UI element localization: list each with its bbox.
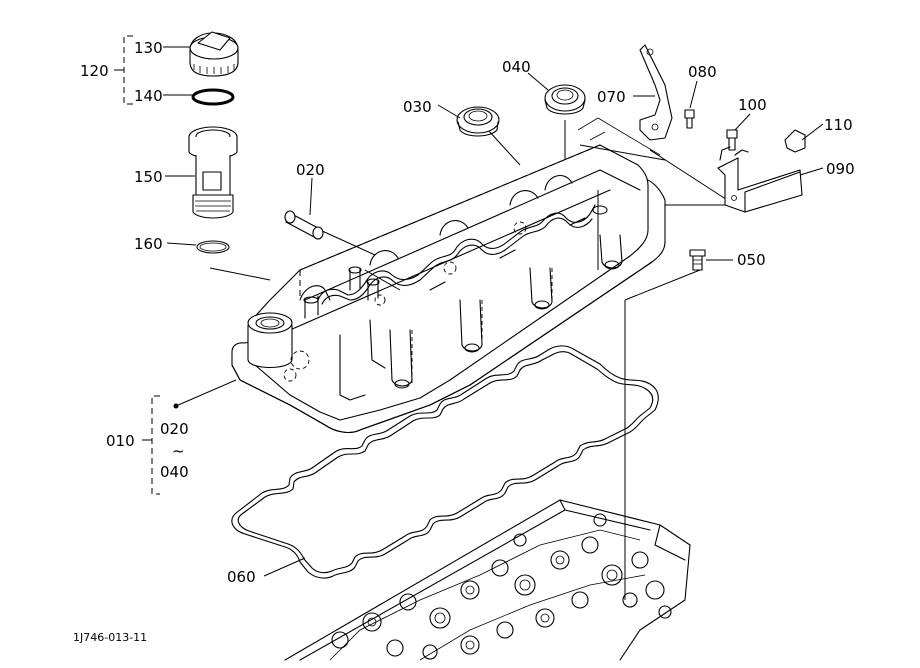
head-cover-inner-gasket (317, 204, 596, 305)
label-range-tilde: ~ (172, 442, 185, 460)
label-120: 120 (80, 62, 109, 80)
cylinder-head (284, 499, 691, 661)
part-160-o-ring (196, 240, 230, 254)
part-020-pipe (284, 210, 324, 240)
part-100-bolt (726, 129, 738, 151)
part-150-filler-neck (188, 126, 238, 219)
part-040-seal (544, 84, 586, 115)
label-110: 110 (824, 116, 853, 134)
label-160: 160 (134, 235, 163, 253)
leaders (114, 35, 824, 577)
rocker-arm-cover-010 (231, 144, 666, 434)
part-090-bracket (717, 146, 803, 213)
assembly-guidelines (209, 117, 740, 600)
label-range-to: 040 (160, 463, 189, 481)
callout-dot (173, 403, 179, 409)
label-090: 090 (826, 160, 855, 178)
label-040: 040 (502, 58, 531, 76)
label-100: 100 (738, 96, 767, 114)
label-080: 080 (688, 63, 717, 81)
label-140: 140 (134, 87, 163, 105)
part-030-seal (456, 106, 500, 137)
figure-id: 1J746-013-11 (73, 631, 147, 644)
part-070-bracket (639, 44, 673, 141)
labels: 130 140 120 150 160 020 030 040 070 080 … (73, 39, 855, 644)
part-140-o-ring (191, 88, 235, 106)
label-030: 030 (403, 98, 432, 116)
cover-gasket-060 (231, 345, 659, 579)
part-080-bolt (684, 109, 695, 129)
label-070: 070 (597, 88, 626, 106)
label-range-from: 020 (160, 420, 189, 438)
label-130: 130 (134, 39, 163, 57)
label-150: 150 (134, 168, 163, 186)
label-060: 060 (227, 568, 256, 586)
part-130-filler-cap (189, 31, 239, 77)
label-010: 010 (106, 432, 135, 450)
part-050-bolt (689, 249, 706, 271)
part-110-clip (784, 129, 806, 153)
label-050: 050 (737, 251, 766, 269)
label-020: 020 (296, 161, 325, 179)
